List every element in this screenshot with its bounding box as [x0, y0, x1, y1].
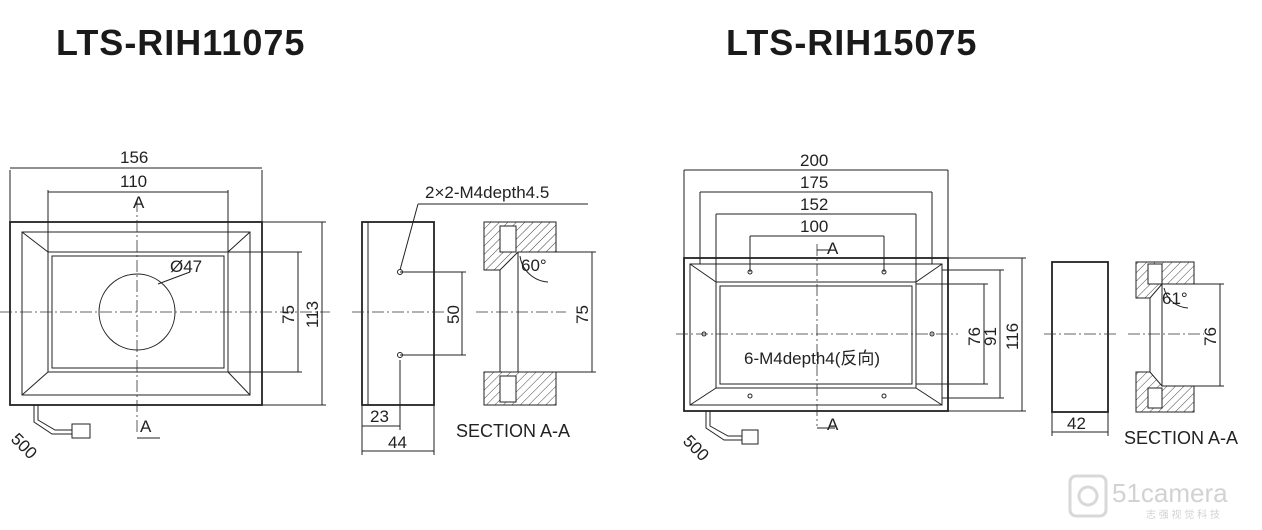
left-front-view: [0, 167, 330, 439]
section-label-bottom: A: [140, 417, 152, 436]
dim-cable-right: 500: [679, 431, 712, 464]
section-label-top: A: [133, 193, 145, 212]
angle-left: 60°: [521, 256, 547, 275]
right-section-view: [1128, 261, 1224, 413]
right-front-view: [676, 169, 1026, 445]
dim-cable-left: 500: [7, 429, 40, 462]
section-title-right: SECTION A-A: [1124, 428, 1238, 448]
dim-hole: Ø47: [170, 257, 202, 276]
title-right: LTS-RIH15075: [726, 22, 978, 63]
left-section-view: [476, 221, 596, 406]
section-title-left: SECTION A-A: [456, 421, 570, 441]
dim-76: 76: [965, 327, 984, 346]
dim-75: 75: [279, 305, 298, 324]
dim-section-76: 76: [1201, 327, 1220, 346]
dim-116: 116: [1003, 323, 1022, 350]
note-left: 2×2-M4depth4.5: [425, 183, 549, 202]
dim-152: 152: [800, 195, 828, 214]
title-left: LTS-RIH11075: [56, 22, 306, 63]
dim-42: 42: [1067, 414, 1086, 433]
section-label-top-right: A: [827, 239, 839, 258]
right-side-view: [1044, 261, 1116, 436]
dim-175: 175: [800, 173, 828, 192]
dim-23: 23: [370, 407, 389, 426]
dim-section-75: 75: [573, 305, 592, 324]
dim-200: 200: [800, 151, 828, 170]
dim-91: 91: [981, 327, 1000, 346]
dim-44: 44: [388, 433, 407, 452]
dim-113: 113: [303, 301, 322, 328]
dim-156: 156: [120, 148, 148, 167]
note-right: 6-M4depth4(反向): [744, 349, 880, 368]
angle-right: 61°: [1162, 289, 1188, 308]
section-label-bottom-right: A: [827, 415, 839, 434]
watermark-brand: 51camera: [1112, 478, 1228, 508]
watermark-logo: 51camera 志 强 视 觉 科 技: [1068, 474, 1228, 521]
left-side-view: [352, 203, 588, 455]
watermark-sub: 志 强 视 觉 科 技: [1146, 508, 1220, 521]
dim-100: 100: [800, 217, 828, 236]
dim-50: 50: [444, 305, 463, 324]
dim-110: 110: [120, 172, 147, 191]
